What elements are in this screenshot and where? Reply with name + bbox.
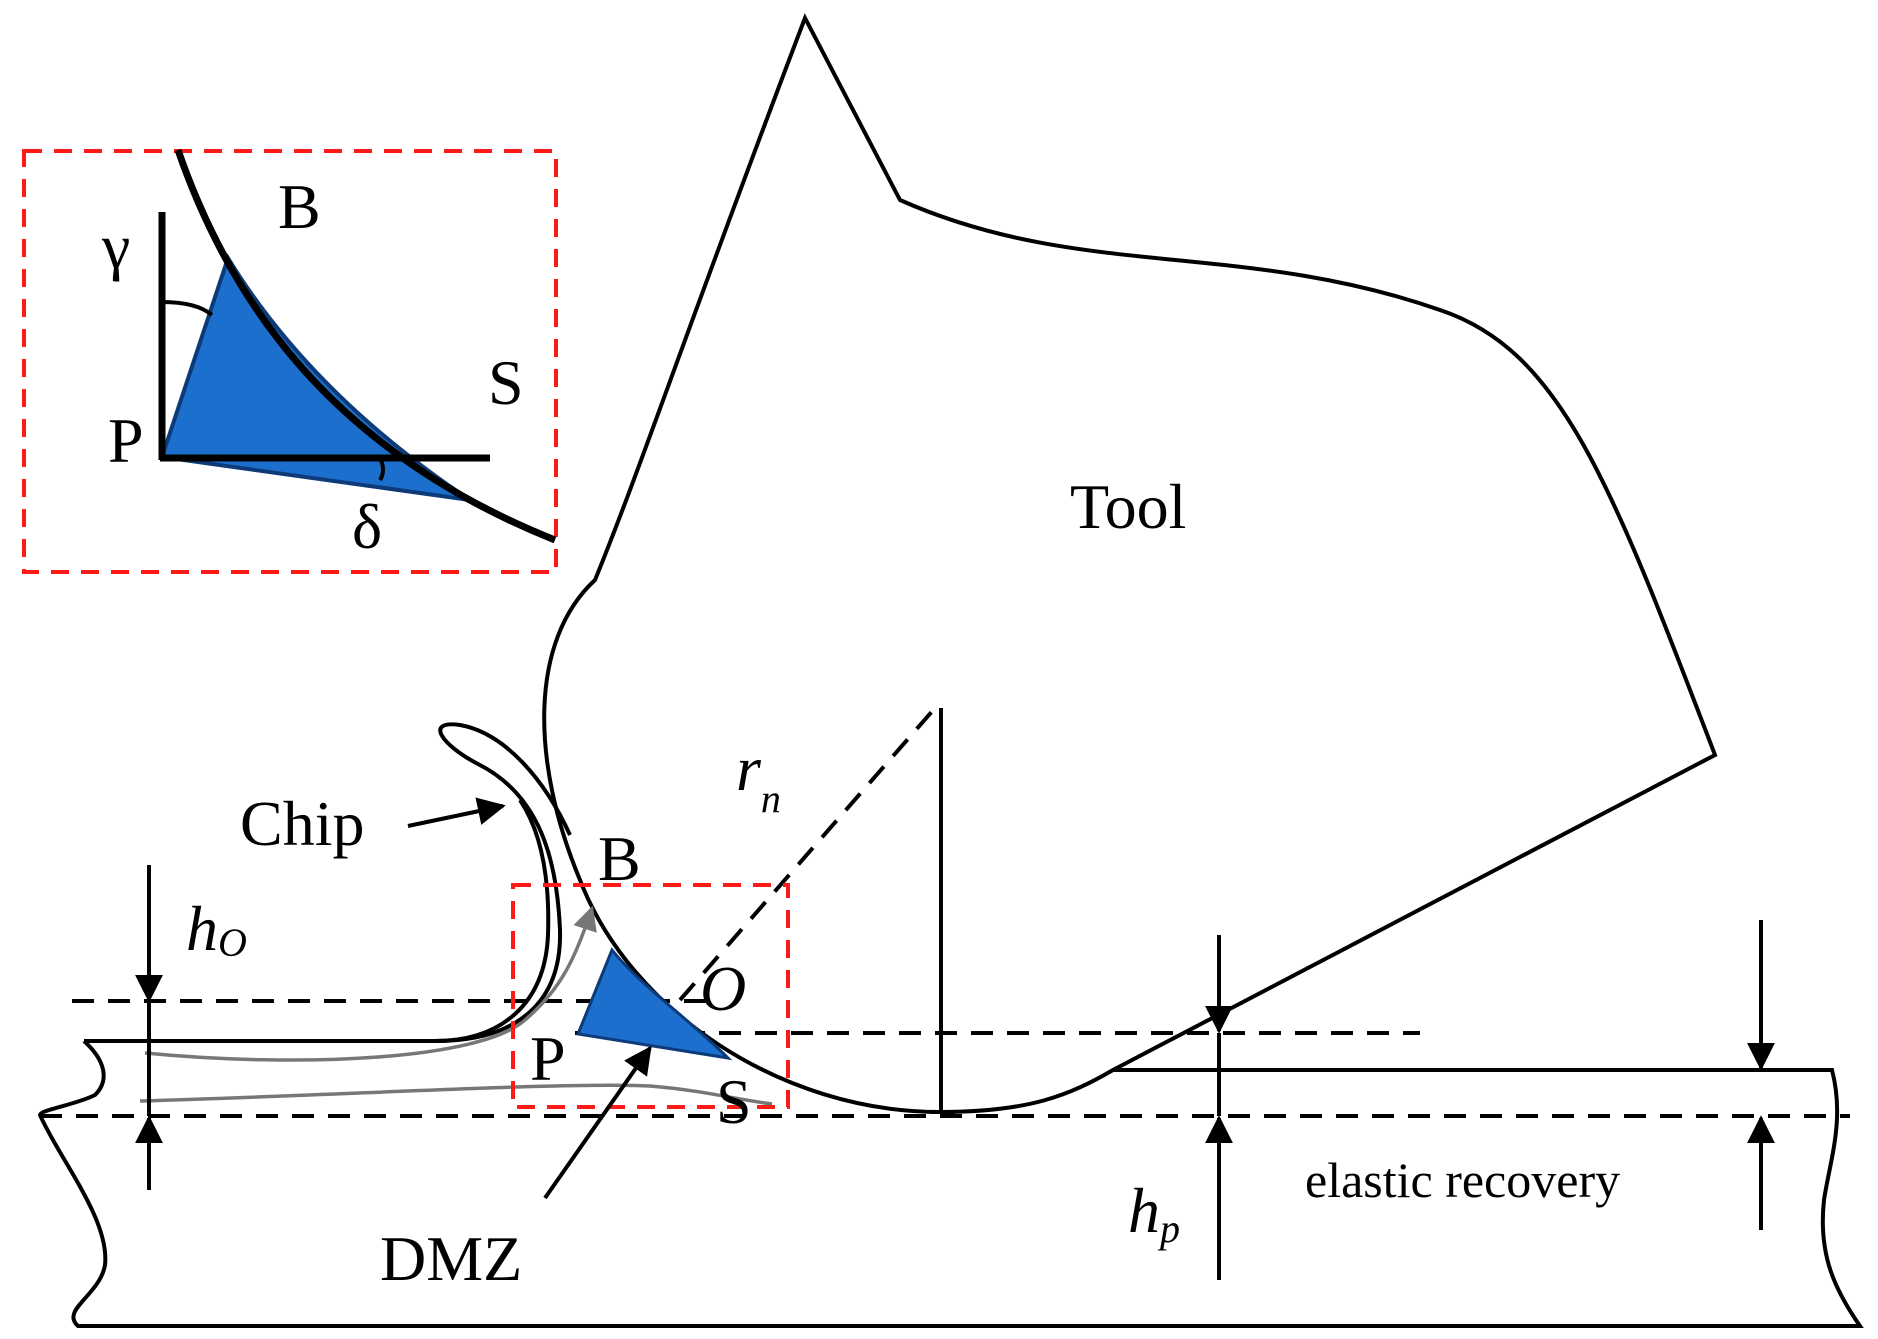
inset-gamma-arc [161, 300, 214, 317]
surface-flow-line [139, 1083, 773, 1106]
chip-pointer-arrow [407, 797, 506, 828]
ho-label: hO [186, 893, 247, 965]
inset-p-label: P [108, 405, 144, 476]
inset-s-label: S [488, 347, 524, 418]
hp-label: hp [1128, 1175, 1180, 1251]
s-point-label: S [716, 1066, 752, 1137]
p-point-label: P [530, 1023, 566, 1094]
dmz-label: DMZ [380, 1223, 522, 1294]
inset-delta-arc [378, 457, 385, 482]
chip-label: Chip [240, 788, 364, 859]
tool-label: Tool [1070, 471, 1186, 542]
delta-label: δ [352, 491, 382, 562]
b-point-label: B [598, 823, 641, 894]
chip-flow-line [144, 905, 597, 1062]
rn-label: rn [736, 733, 781, 821]
gamma-label: γ [101, 211, 130, 282]
inset-b-label: B [278, 171, 321, 242]
elastic-recovery-label: elastic recovery [1305, 1152, 1620, 1208]
chip-inner-outline [434, 798, 551, 1043]
dmz-region [575, 947, 733, 1061]
dmz-zoom-frame [511, 883, 790, 1109]
inset-frame [22, 149, 558, 574]
radius-line [678, 706, 937, 1002]
inset-tool-edge [174, 148, 557, 544]
o-point-label: O [700, 953, 746, 1024]
dmz-pointer-arrow [543, 1045, 652, 1200]
workpiece-outline [37, 722, 1864, 1328]
tool-outline [542, 13, 1718, 1115]
